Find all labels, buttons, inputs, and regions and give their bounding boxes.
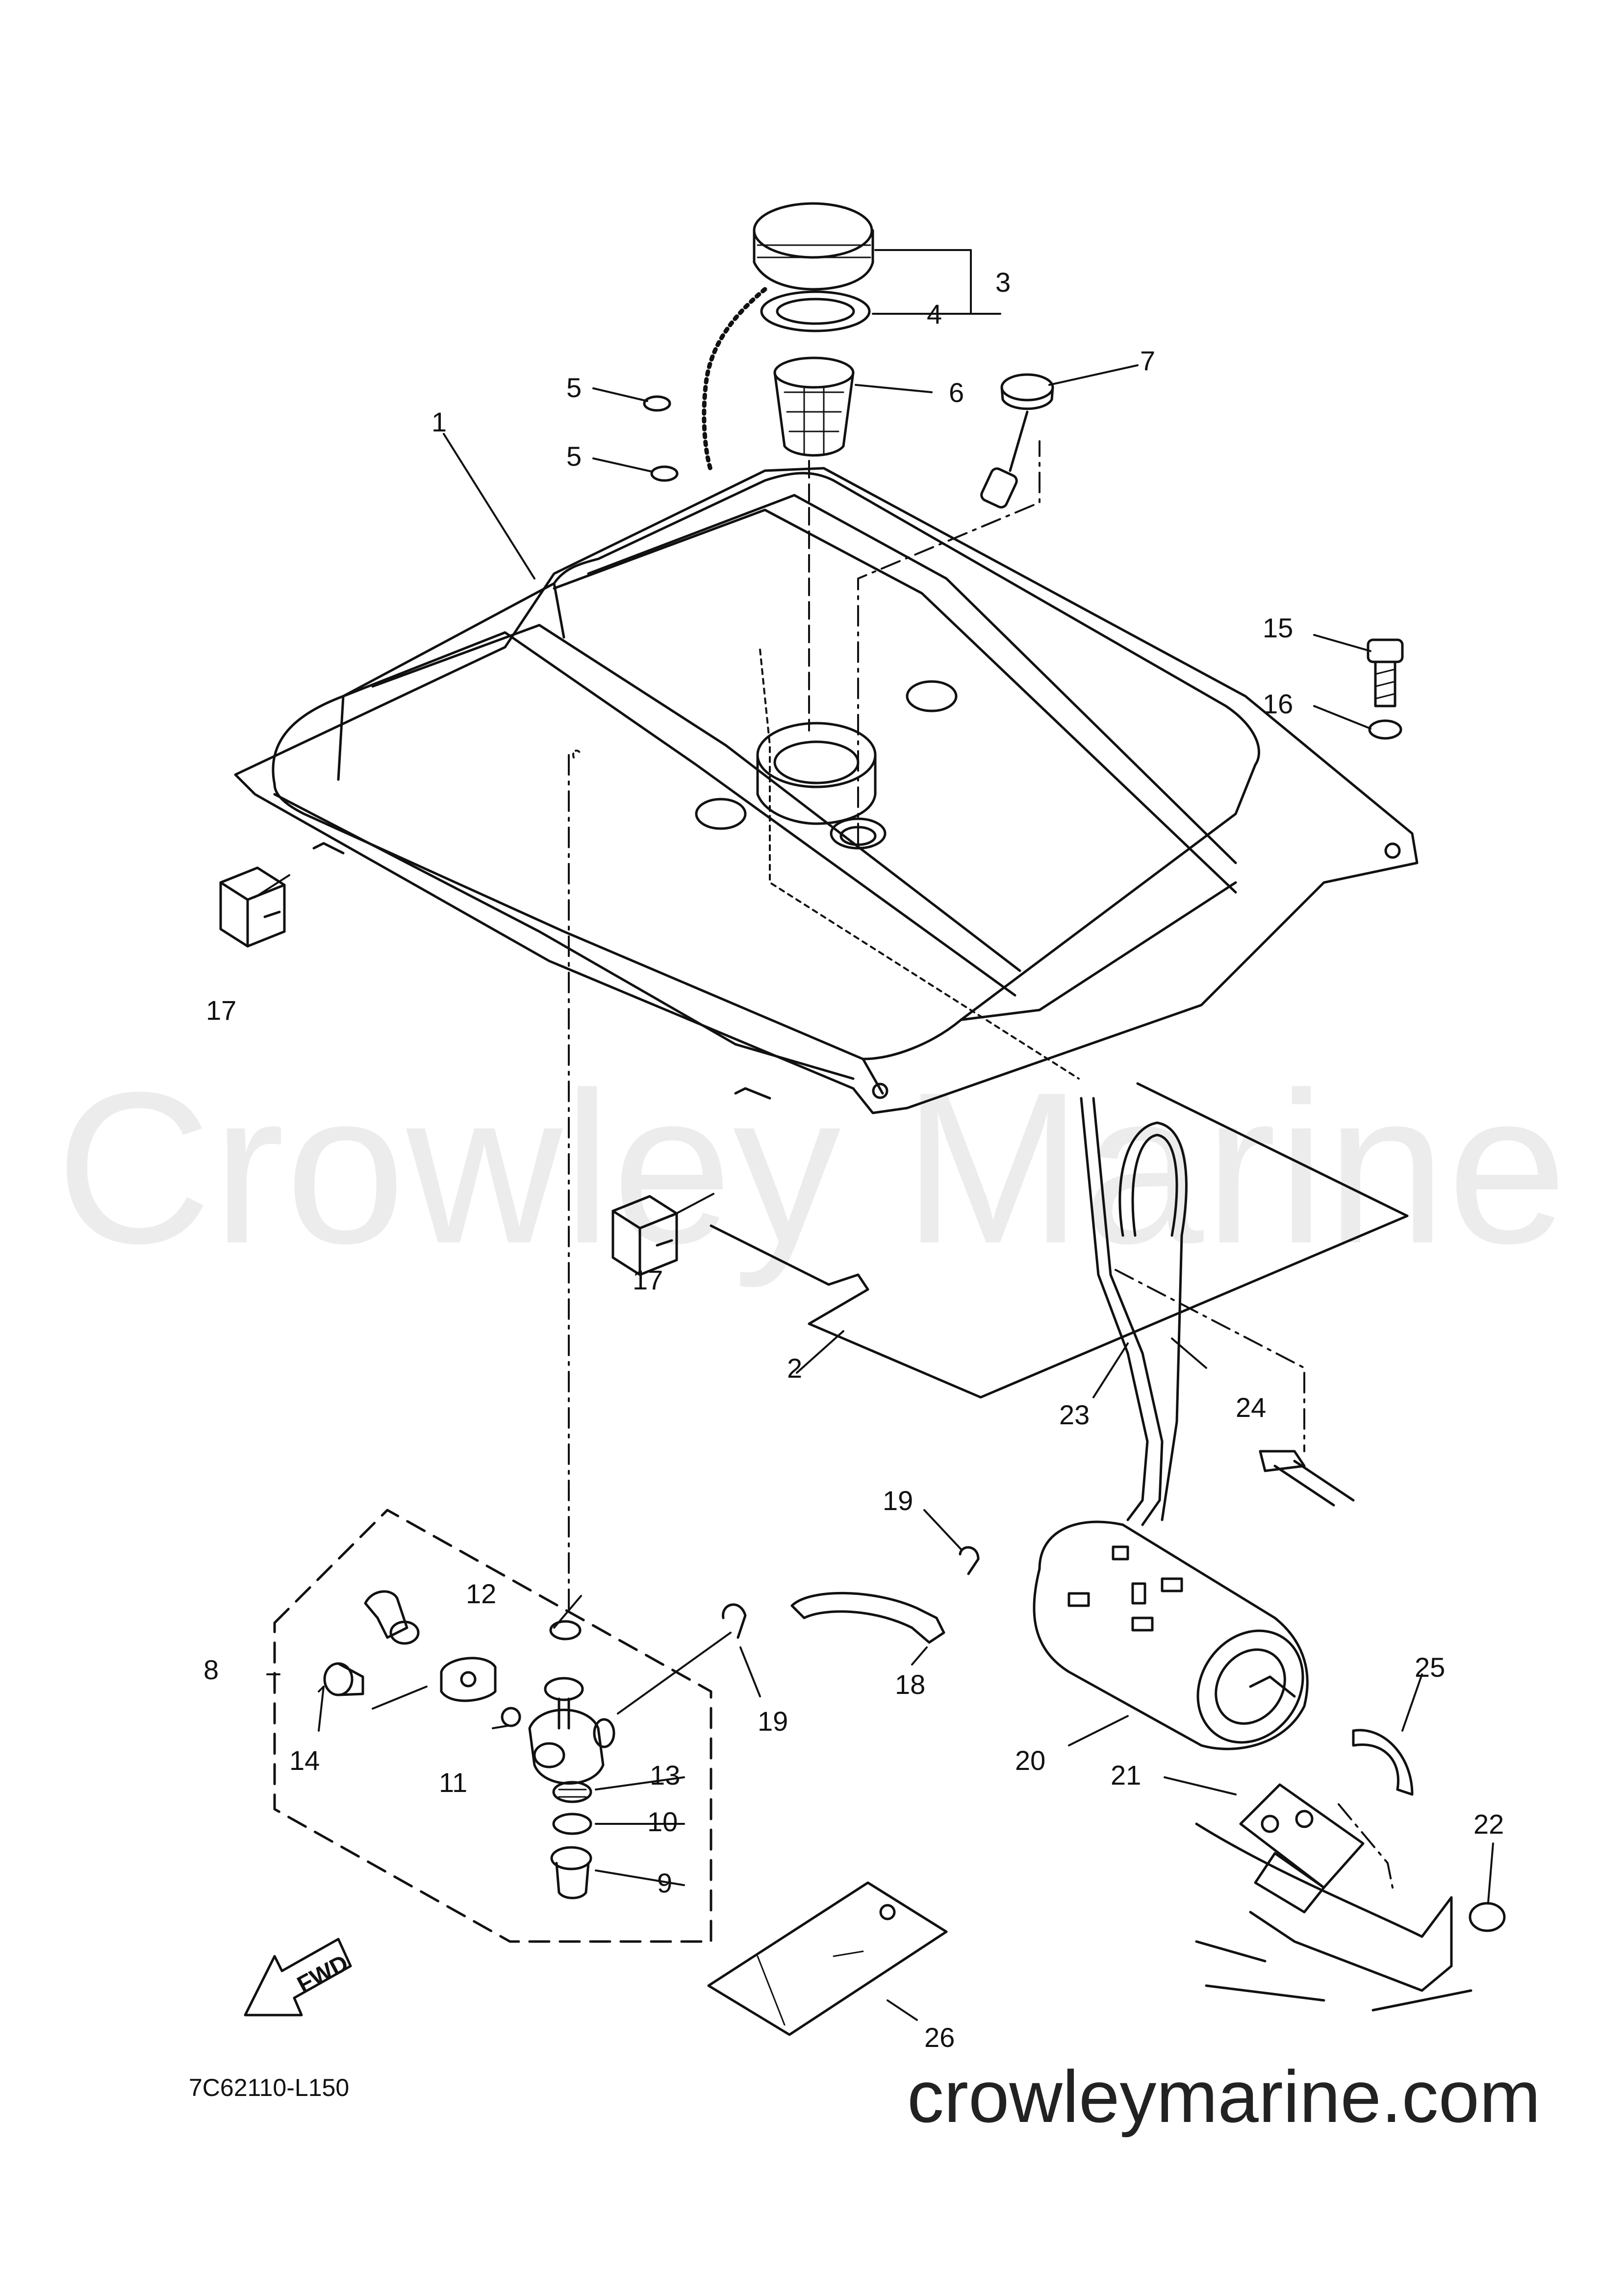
fuel-cock-lever[interactable] [364, 1590, 420, 1645]
callout-14: 14 [289, 1745, 320, 1776]
reference-lines [568, 440, 1394, 1889]
mount-rubber-left[interactable] [219, 866, 286, 948]
callout-19b: 19 [758, 1706, 788, 1737]
callout-labels: 1 2 3 4 5 5 6 7 8 9 10 11 12 13 14 15 16… [203, 267, 1504, 2053]
canister-bracket[interactable] [1239, 1783, 1365, 1889]
o-ring[interactable] [501, 1707, 521, 1727]
fuel-cock-fitting[interactable] [323, 1662, 364, 1696]
callout-26: 26 [924, 2022, 955, 2053]
callout-16: 16 [1263, 688, 1293, 719]
warning-label[interactable] [707, 1881, 948, 2036]
fuel-strainer[interactable] [773, 356, 855, 457]
fuel-gauge[interactable] [980, 373, 1054, 509]
callout-3: 3 [995, 267, 1011, 298]
callout-17b: 17 [633, 1264, 663, 1295]
cap-gasket[interactable] [760, 290, 871, 332]
nut[interactable] [1469, 1902, 1506, 1932]
hull-bracket [1254, 1852, 1325, 1914]
vent-hoses[interactable] [1080, 1097, 1188, 1526]
hull-section [1195, 1822, 1453, 1992]
strainer-washer[interactable] [552, 1813, 592, 1835]
leader-lines [254, 249, 1494, 2021]
fuel-tank[interactable] [234, 467, 1419, 1114]
fuel-hose[interactable] [790, 1591, 945, 1644]
washer-5a[interactable] [643, 395, 671, 412]
callout-5b: 5 [566, 441, 582, 472]
fuel-cap[interactable] [753, 202, 874, 291]
callout-22: 22 [1473, 1809, 1504, 1840]
callout-8: 8 [203, 1654, 219, 1685]
fuel-cock[interactable] [528, 1677, 615, 1785]
fuel-cock-kit-boundary [273, 1509, 712, 1943]
mount-rubber-right[interactable] [611, 1195, 678, 1276]
callout-4: 4 [927, 299, 942, 329]
callout-24: 24 [1236, 1392, 1266, 1423]
cap-chain [702, 287, 767, 473]
callout-11: 11 [439, 1767, 467, 1798]
callout-13: 13 [650, 1760, 680, 1791]
callout-15: 15 [1263, 612, 1293, 643]
callout-10: 10 [647, 1806, 678, 1837]
watermark: Crowley Marine [55, 1048, 1569, 1288]
callout-18: 18 [895, 1669, 925, 1700]
hull-lines [1195, 1940, 1472, 2012]
tank-tray[interactable] [710, 1082, 1409, 1399]
callout-1: 1 [431, 406, 447, 437]
callout-5a: 5 [566, 372, 582, 403]
callout-21: 21 [1111, 1760, 1141, 1791]
fwd-label: FWD [293, 1950, 353, 1998]
callout-6: 6 [949, 377, 964, 408]
drain-cup[interactable] [550, 1846, 592, 1899]
callout-19a: 19 [883, 1485, 913, 1516]
bolt[interactable] [1367, 638, 1404, 707]
callout-12: 12 [466, 1578, 496, 1609]
callout-2: 2 [787, 1353, 802, 1384]
hose-clip-left[interactable] [722, 1603, 747, 1639]
vent-fitting [1259, 1450, 1355, 1507]
fwd-arrow-icon [244, 1938, 352, 2017]
site-url[interactable]: crowleymarine.com [907, 2055, 1541, 2138]
callout-25: 25 [1415, 1652, 1445, 1683]
charcoal-canister[interactable] [1033, 1520, 1324, 1763]
hose-clip-right[interactable] [959, 1546, 980, 1575]
washer-5b[interactable] [650, 465, 679, 482]
callout-20: 20 [1015, 1745, 1045, 1776]
callout-23: 23 [1059, 1399, 1090, 1430]
canister-hose[interactable] [1352, 1729, 1414, 1796]
callout-17a: 17 [206, 995, 236, 1026]
callout-9: 9 [657, 1867, 672, 1898]
strainer-cup[interactable] [552, 1781, 592, 1803]
bolt-washer[interactable] [1368, 719, 1402, 740]
callout-7: 7 [1140, 345, 1155, 376]
fuel-cock-washer[interactable] [549, 1620, 582, 1640]
diagram-code: 7C62110-L150 [189, 2074, 349, 2101]
fuel-cock-gasket[interactable] [440, 1657, 497, 1702]
